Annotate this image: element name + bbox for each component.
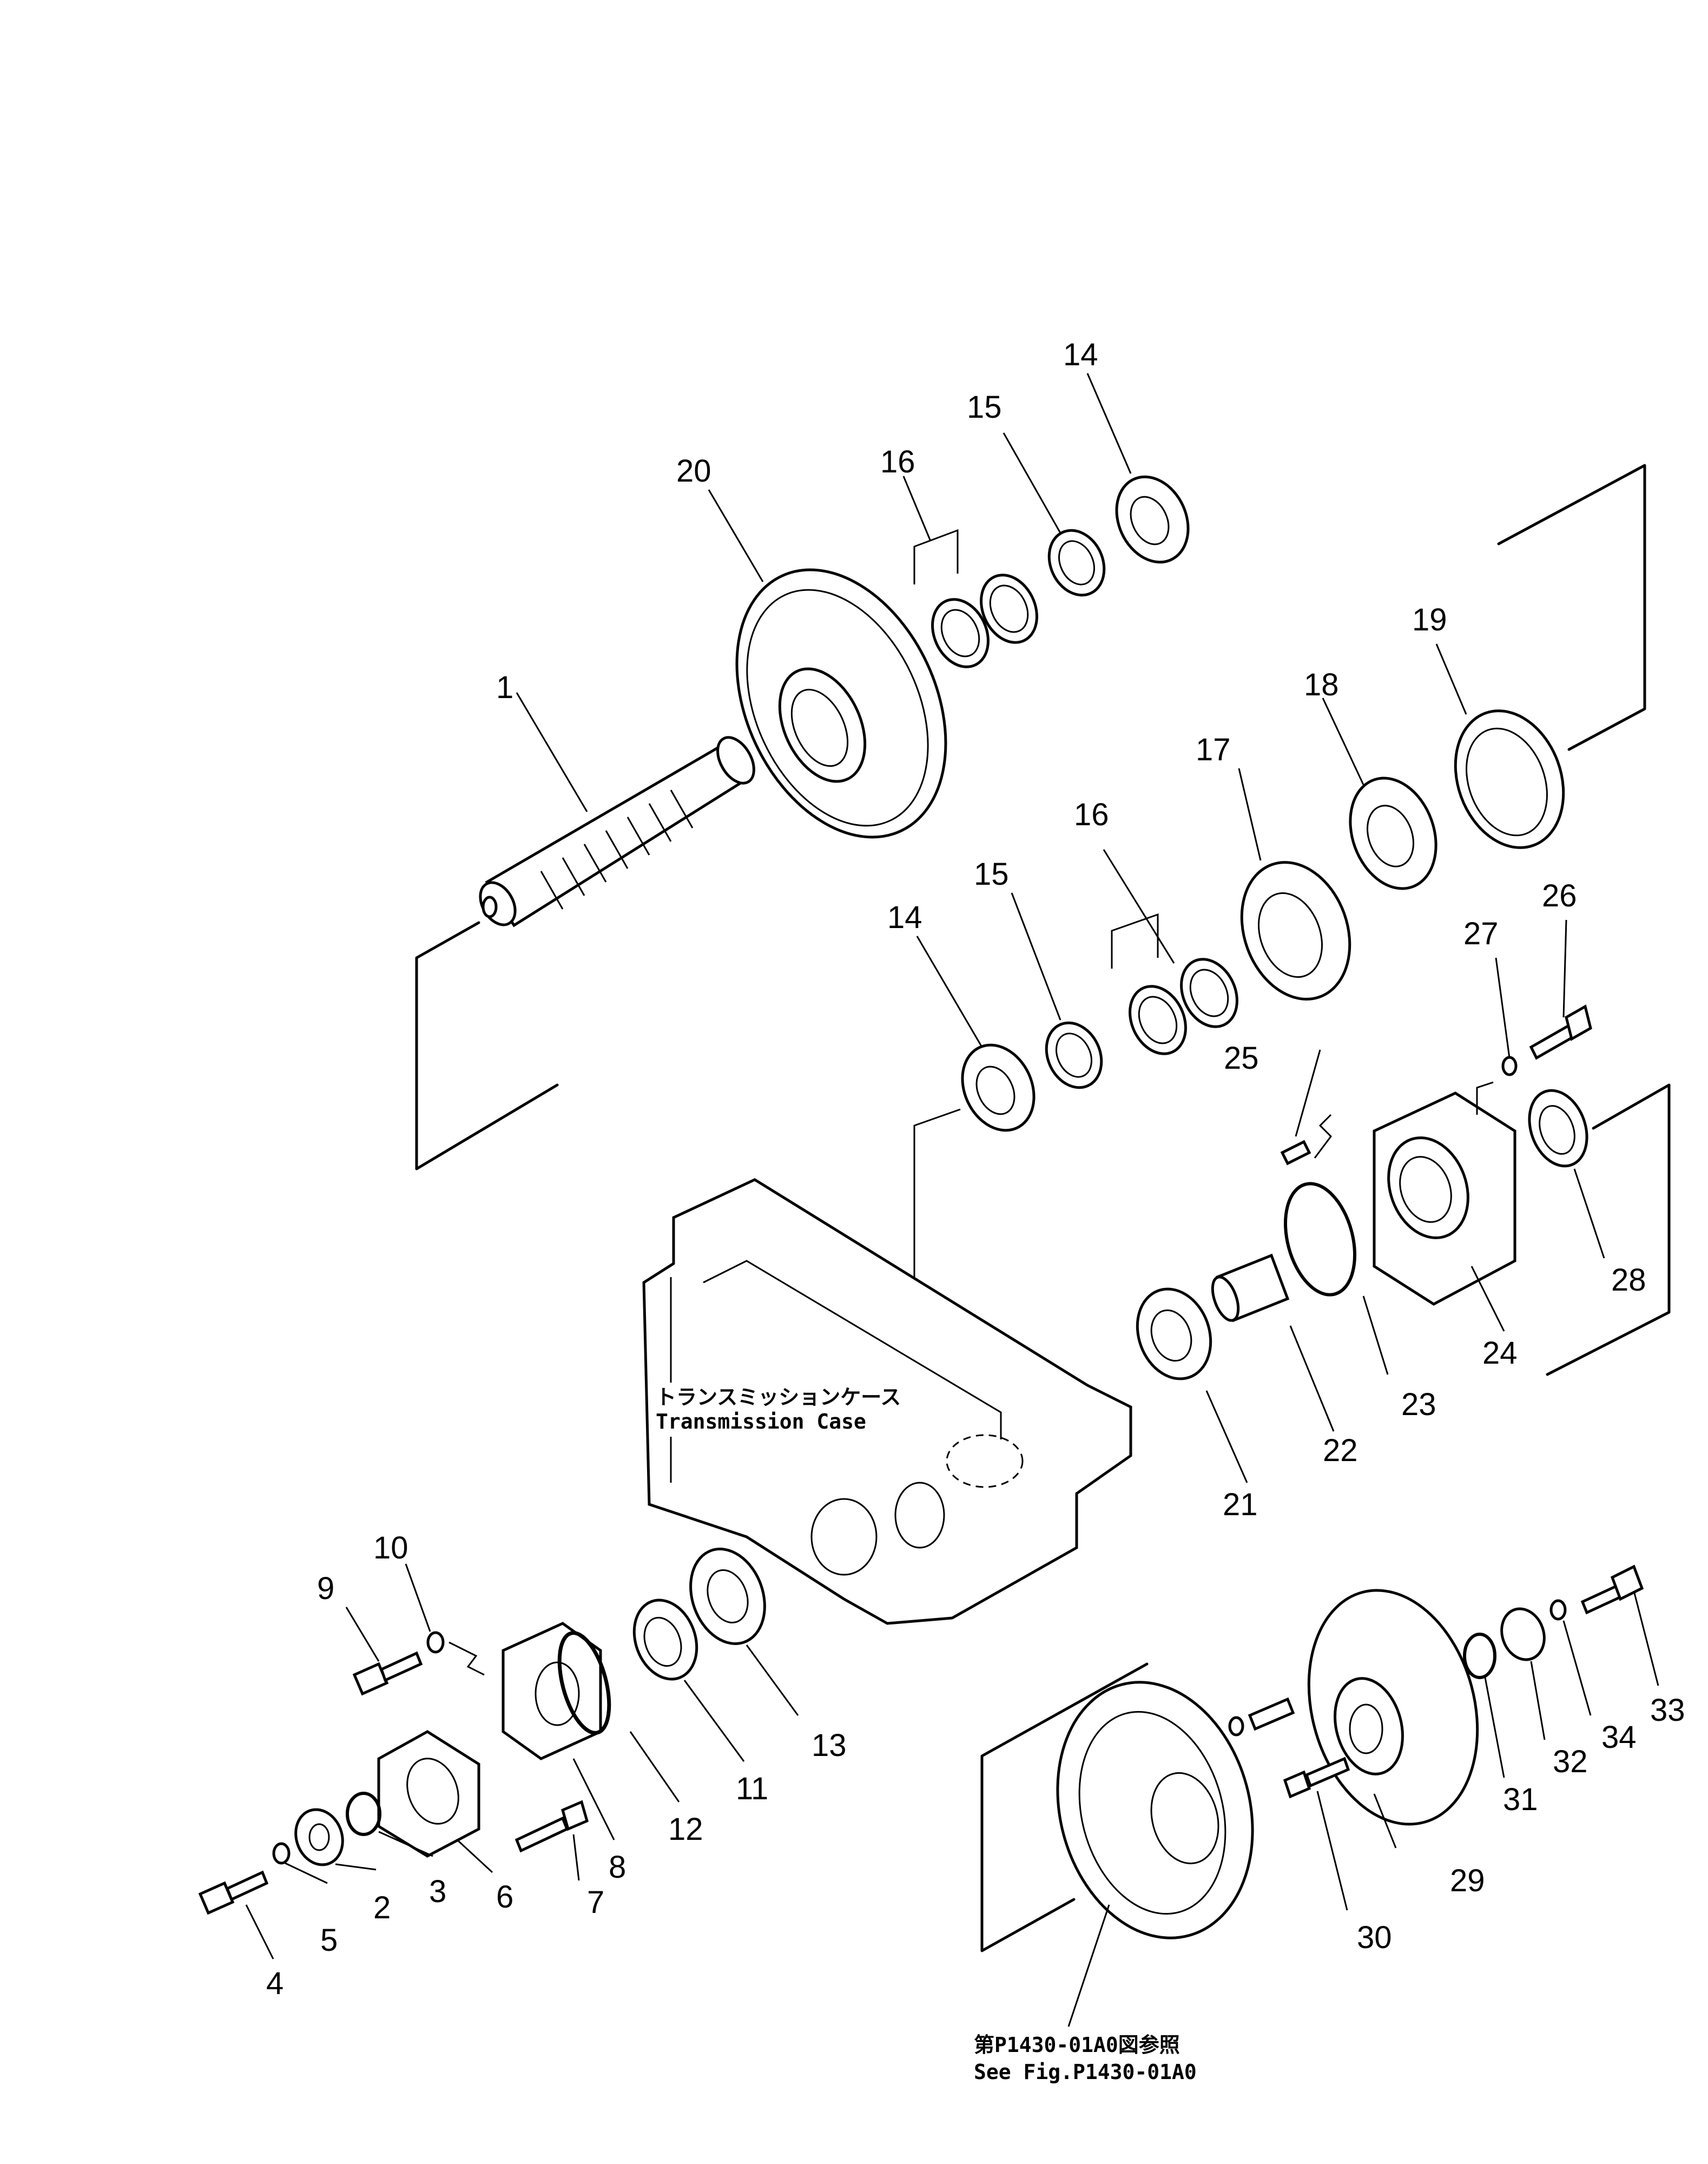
bolt-part-4: [198, 1870, 269, 1915]
callout-6: 6: [496, 1879, 513, 1915]
callout-10: 10: [373, 1530, 408, 1566]
case-label-box: [652, 1383, 871, 1437]
plug-part-32: [1500, 1607, 1546, 1661]
plug-part-2: [294, 1808, 344, 1866]
callout-4: 4: [266, 1966, 283, 2001]
callout-21: 21: [1223, 1487, 1258, 1522]
gear-part-17: [1240, 861, 1351, 1001]
washer-part-34: [1549, 1599, 1567, 1621]
callout-29: 29: [1450, 1863, 1485, 1898]
callout-9: 9: [317, 1571, 334, 1606]
shaft-part-1: [479, 736, 755, 928]
callout-32: 32: [1553, 1744, 1588, 1779]
gear-part-20: [735, 568, 947, 839]
callout-11: 11: [736, 1771, 768, 1806]
callout-24: 24: [1482, 1336, 1518, 1371]
bushing-part-15-upper: [1047, 529, 1106, 597]
bearing-part-21: [1136, 1287, 1212, 1380]
washer-part-5: [272, 1842, 291, 1865]
callout-15-upper: 15: [967, 390, 1002, 425]
callout-23: 23: [1401, 1387, 1436, 1422]
gear-part-18: [1349, 777, 1437, 890]
callout-30: 30: [1357, 1920, 1392, 1955]
callout-1: 1: [496, 670, 513, 705]
collar-part-22: [1211, 1253, 1290, 1323]
bushing-part-15-middle: [1045, 1021, 1103, 1089]
callout-12: 12: [668, 1812, 703, 1847]
flange-part-29: [1307, 1589, 1479, 1826]
callout-34: 34: [1601, 1720, 1637, 1755]
o-ring-part-3: [346, 1792, 381, 1836]
bearing-part-14-middle: [913, 1043, 1036, 1499]
callout-31: 31: [1503, 1782, 1538, 1817]
callout-25: 25: [1224, 1041, 1259, 1076]
case-label-english: Transmission Case: [656, 1410, 866, 1433]
assembly-bracket-lower-left: [980, 1662, 1149, 1952]
reference-note-japanese: 第P1430-01A0図参照: [974, 2033, 1180, 2057]
callout-7: 7: [587, 1885, 604, 1920]
o-ring-part-31: [1463, 1633, 1496, 1679]
pin-part-25: [1280, 1114, 1332, 1166]
assembly-bracket-right-middle: [1546, 1083, 1671, 1376]
o-ring-part-23: [1283, 1182, 1357, 1297]
bearing-part-14-upper: [1115, 475, 1190, 564]
callout-18: 18: [1304, 667, 1339, 702]
bearing-part-16-middle: [1111, 913, 1238, 1055]
sleeve-part-19: [1454, 709, 1565, 849]
bolt-part-33: [1580, 1564, 1644, 1615]
callout-2: 2: [373, 1890, 391, 1925]
callout-33: 33: [1650, 1693, 1685, 1728]
bolt-part-7: [515, 1800, 589, 1853]
assembly-bracket-upper-right: [1497, 464, 1646, 751]
referenced-unit-p1430: [1056, 1681, 1254, 1939]
cover-part-8: [502, 1622, 602, 1760]
washer-part-27: [1476, 1056, 1518, 1115]
case-label-japanese: トランスミッションケース: [656, 1385, 901, 1409]
bolt-unnamed-lower: [1228, 1697, 1295, 1737]
callout-8: 8: [609, 1850, 626, 1885]
callout-labels: 1 2 3 4 5 6 7 8 9 10 11 12 13 14 14 15 1…: [266, 337, 1685, 2001]
seal-part-28: [1528, 1089, 1588, 1168]
o-ring-part-12: [557, 1631, 611, 1735]
bolt-part-26: [1529, 1004, 1592, 1060]
cover-part-6: [377, 1730, 480, 1858]
callout-20: 20: [676, 453, 711, 489]
callout-3: 3: [429, 1874, 446, 1909]
cover-part-24: [1373, 1091, 1516, 1306]
bolt-part-9: [352, 1651, 423, 1696]
callout-16-upper: 16: [880, 444, 915, 479]
callout-17: 17: [1196, 732, 1231, 767]
bolt-part-30: [1283, 1757, 1350, 1799]
callout-16-middle: 16: [1074, 797, 1109, 832]
callout-14-middle: 14: [887, 900, 922, 935]
callout-26: 26: [1542, 878, 1577, 913]
leader-lines: [245, 373, 1659, 2027]
bearing-part-11: [632, 1599, 698, 1681]
callout-19: 19: [1412, 602, 1447, 637]
callout-5: 5: [320, 1923, 338, 1958]
transmission-case: [642, 1178, 1132, 1625]
reference-note-english: See Fig.P1430-01A0: [974, 2060, 1197, 2084]
bearing-part-16-upper: [913, 529, 1038, 668]
callout-27: 27: [1463, 916, 1499, 951]
callout-14-upper: 14: [1063, 337, 1098, 372]
callout-15-middle: 15: [974, 857, 1009, 892]
callout-22: 22: [1323, 1433, 1358, 1468]
callout-28: 28: [1611, 1262, 1646, 1298]
assembly-bracket-upper-left: [415, 921, 559, 1170]
washer-part-10: [426, 1631, 485, 1676]
bearing-part-13: [689, 1548, 766, 1645]
callout-13: 13: [812, 1728, 847, 1763]
